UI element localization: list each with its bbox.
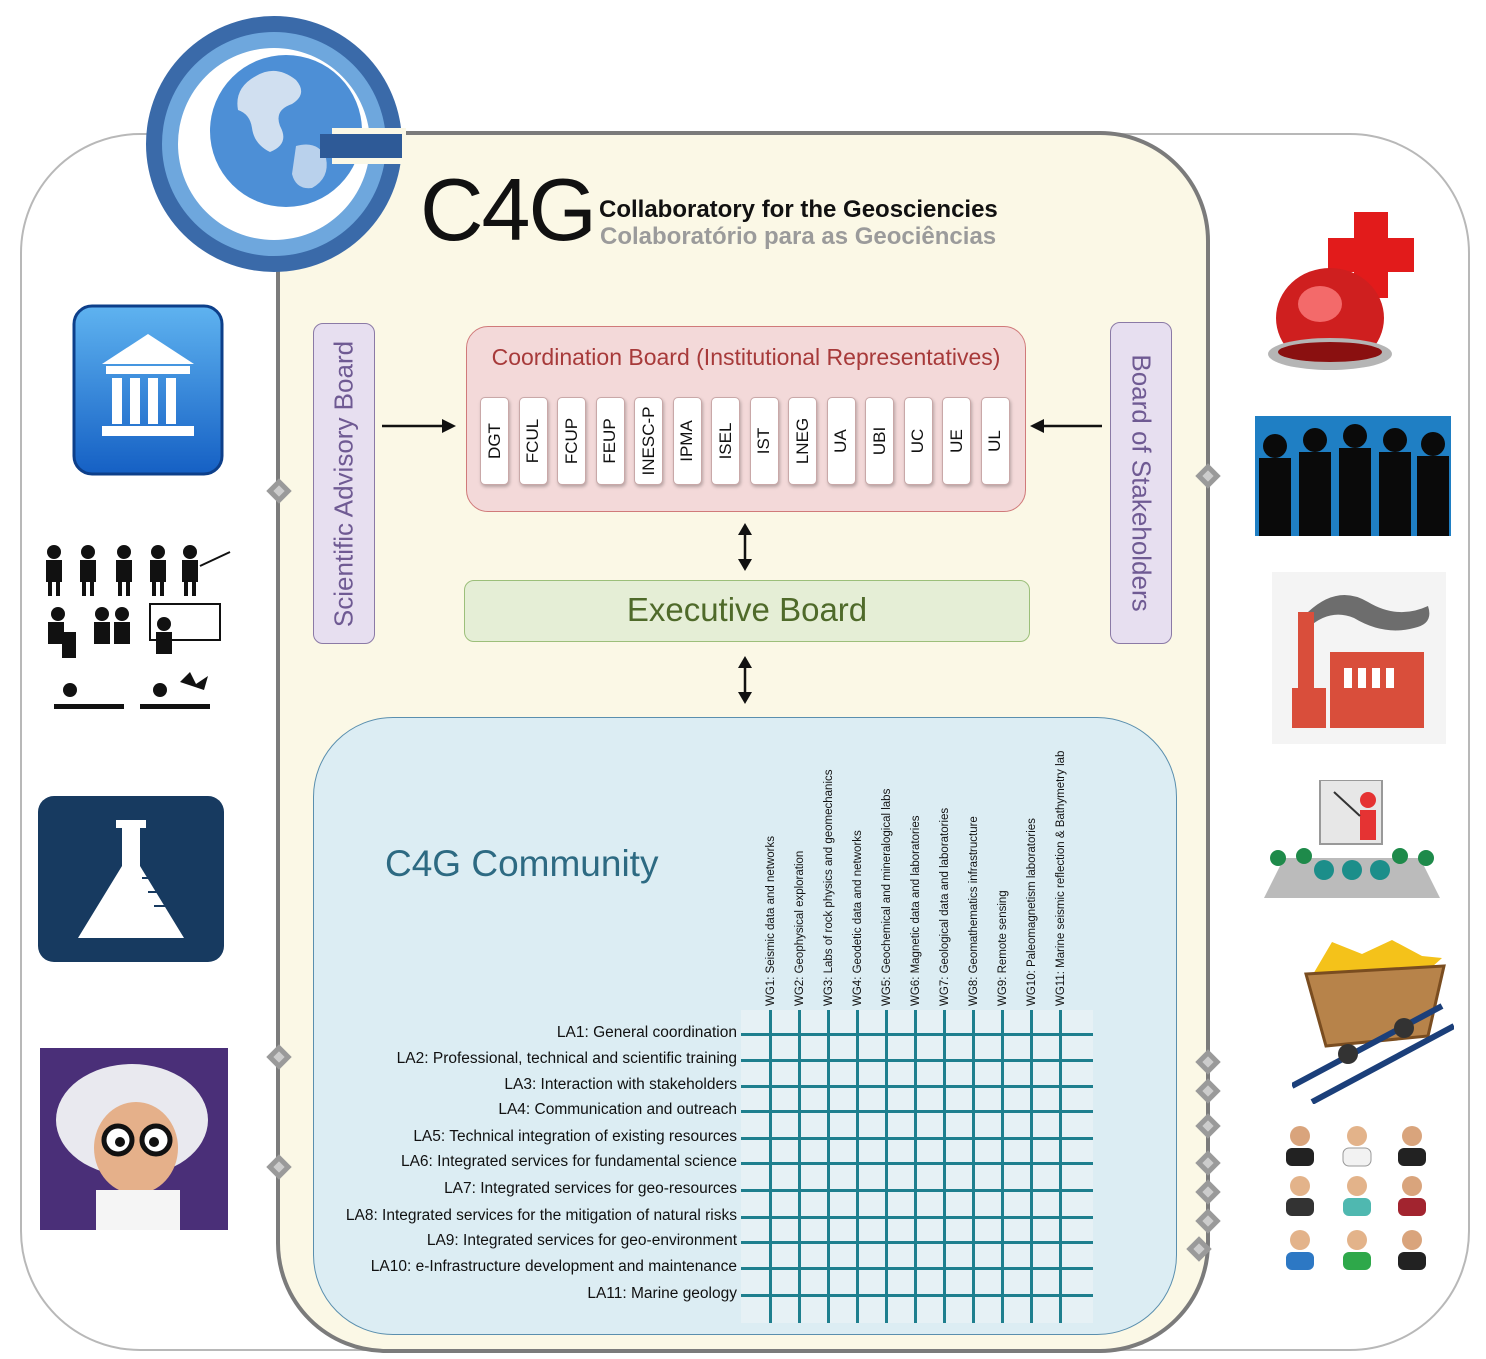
working-group-label: WG10: Paleomagnetism laboratories xyxy=(1026,818,1038,1006)
institution-label: IST xyxy=(754,427,773,455)
title-portuguese: Colaboratório para as Geociências xyxy=(600,223,997,250)
matrix-column-line xyxy=(914,1010,917,1323)
matrix-column-line xyxy=(885,1010,888,1323)
matrix-row-line xyxy=(741,1137,1093,1140)
coordination-executive-arrow-icon xyxy=(738,523,752,571)
factory-icon xyxy=(1272,572,1446,744)
institution-box: INESC-P xyxy=(634,397,663,485)
acronym-title: C4G xyxy=(420,160,597,259)
coordination-board: Coordination Board (Institutional Repres… xyxy=(466,326,1026,512)
matrix-column-line xyxy=(798,1010,801,1323)
institution-box: UL xyxy=(980,397,1010,485)
line-of-action-label: LA9: Integrated services for geo-environ… xyxy=(426,1232,737,1249)
matrix-row-line xyxy=(741,1110,1093,1113)
matrix-column-line xyxy=(1030,1010,1033,1323)
emergency-siren-icon xyxy=(1268,212,1414,370)
institution-box: LNEG xyxy=(788,397,817,485)
institution-box: UE xyxy=(942,397,971,485)
scientists-pictogram-icon xyxy=(46,545,231,709)
working-group-label: WG6: Magnetic data and laboratories xyxy=(910,815,922,1007)
mining-cart-icon xyxy=(1292,940,1454,1104)
institution-label: LNEG xyxy=(792,417,812,465)
working-group-label: WG2: Geophysical exploration xyxy=(794,850,806,1006)
matrix-background xyxy=(741,1010,1093,1323)
title-english: Collaboratory for the Geosciencies xyxy=(599,196,998,223)
institution-label: UBI xyxy=(869,426,889,456)
matrix-row-line xyxy=(741,1059,1093,1062)
institution-box: FCUP xyxy=(557,397,586,485)
matrix-column-line xyxy=(769,1010,772,1323)
matrix-column-line xyxy=(972,1010,975,1323)
institution-box: IPMA xyxy=(672,397,702,485)
matrix-row-line xyxy=(741,1033,1093,1036)
c4g-logo-icon xyxy=(146,16,406,272)
institution-label: UA xyxy=(831,429,850,453)
presentation-icon xyxy=(1264,780,1440,898)
working-group-label: WG11: Marine seismic reflection & Bathym… xyxy=(1055,750,1067,1006)
line-of-action-label: LA11: Marine geology xyxy=(587,1285,737,1302)
community-title: C4G Community xyxy=(385,843,659,884)
lab-flask-icon xyxy=(38,796,224,962)
line-of-action-label: LA10: e-Infrastructure development and m… xyxy=(370,1258,737,1275)
matrix-column-line xyxy=(1059,1010,1062,1323)
matrix-row-line xyxy=(741,1267,1093,1270)
institution-box: ISEL xyxy=(711,397,740,485)
line-of-action-label: LA4: Communication and outreach xyxy=(498,1101,737,1118)
institution-box: IST xyxy=(749,397,779,485)
institution-box: UBI xyxy=(865,397,894,485)
advisory-arrow-icon xyxy=(382,419,456,433)
matrix-column-line xyxy=(827,1010,830,1323)
line-of-action-label: LA5: Technical integration of existing r… xyxy=(413,1128,737,1145)
working-group-label: WG7: Geological data and laboratories xyxy=(939,807,951,1006)
matrix-row-line xyxy=(741,1241,1093,1244)
matrix-column-line xyxy=(1001,1010,1004,1323)
matrix-row-line xyxy=(741,1189,1093,1192)
institution-box: UA xyxy=(826,397,856,485)
working-group-label: WG4: Geodetic data and networks xyxy=(852,830,864,1006)
matrix-row-line xyxy=(741,1216,1093,1219)
scientist-cartoon-icon xyxy=(40,1048,228,1230)
line-of-action-label: LA2: Professional, technical and scienti… xyxy=(396,1050,737,1067)
people-avatars-icon xyxy=(1286,1126,1426,1270)
working-group-label: WG3: Labs of rock physics and geomechani… xyxy=(823,769,835,1006)
stakeholders-label: Board of Stakeholders xyxy=(1126,354,1157,612)
working-group-label: WG1: Seismic data and networks xyxy=(765,835,777,1006)
institution-box: FCUL xyxy=(518,397,548,485)
working-group-label: WG5: Geochemical and mineralogical labs xyxy=(881,788,893,1006)
stakeholders-arrow-icon xyxy=(1030,419,1102,433)
executive-community-arrow-icon xyxy=(738,656,752,704)
institution-label: UC xyxy=(908,428,927,454)
business-people-icon xyxy=(1255,416,1451,536)
matrix-row-line xyxy=(741,1162,1093,1165)
scientific-advisory-board: Scientific Advisory Board xyxy=(313,323,375,644)
institution-label: UL xyxy=(985,430,1004,452)
line-of-action-label: LA8: Integrated services for the mitigat… xyxy=(345,1207,737,1224)
line-of-action-label: LA3: Interaction with stakeholders xyxy=(504,1076,737,1093)
matrix-row-line xyxy=(741,1294,1093,1297)
line-of-action-label: LA7: Integrated services for geo-resourc… xyxy=(444,1180,737,1197)
executive-board: Executive Board xyxy=(464,580,1030,642)
coordination-title: Coordination Board (Institutional Repres… xyxy=(491,344,1001,370)
working-group-label: WG9: Remote sensing xyxy=(997,890,1009,1006)
working-group-label: WG8: Geomathematics infrastructure xyxy=(968,816,980,1006)
matrix-row-line xyxy=(741,1085,1093,1088)
line-of-action-label: LA1: General coordination xyxy=(556,1024,737,1041)
matrix-column-line xyxy=(856,1010,859,1323)
institution-box: FEUP xyxy=(595,397,625,485)
matrix-column-line xyxy=(943,1010,946,1323)
line-of-action-label: LA6: Integrated services for fundamental… xyxy=(400,1153,737,1170)
institution-box: UC xyxy=(903,397,933,485)
institution-icon xyxy=(72,304,224,476)
board-of-stakeholders: Board of Stakeholders xyxy=(1110,322,1172,644)
institution-box: DGT xyxy=(480,397,509,485)
institution-label: UE xyxy=(946,429,966,453)
